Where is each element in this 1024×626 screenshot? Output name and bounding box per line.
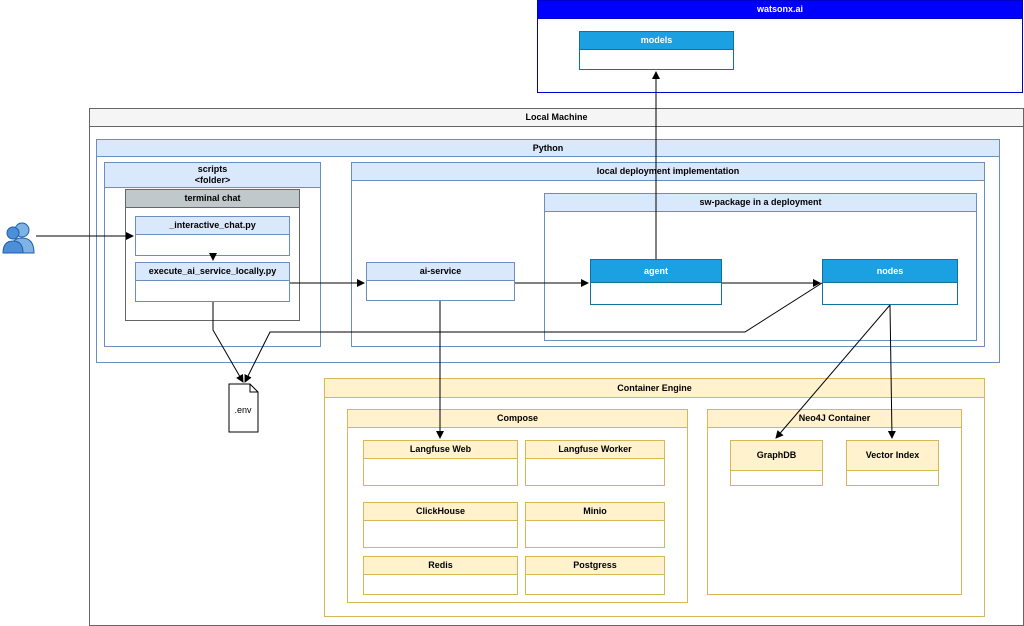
clickhouse-label: ClickHouse (364, 503, 517, 521)
neo4j-title: Neo4J Container (708, 410, 961, 428)
models-label: models (580, 32, 733, 50)
langfuse-worker-service[interactable]: Langfuse Worker (525, 440, 665, 486)
watsonx-title: watsonx.ai (538, 1, 1022, 19)
execute-ai-service-label: execute_ai_service_locally.py (136, 263, 289, 281)
scripts-title: scripts <folder> (105, 163, 320, 188)
redis-label: Redis (364, 557, 517, 575)
minio-label: Minio (526, 503, 664, 521)
redis-service[interactable]: Redis (363, 556, 518, 595)
vector-index-label: Vector Index (847, 441, 938, 471)
scripts-title-line1: scripts (197, 164, 228, 175)
agent-box[interactable]: agent (590, 259, 722, 305)
graphdb-box[interactable]: GraphDB (730, 440, 823, 486)
sw-package-title: sw-package in a deployment (545, 194, 976, 212)
scripts-folder: scripts <folder> (104, 162, 321, 347)
terminal-chat-title: terminal chat (126, 190, 299, 208)
user-icon (2, 222, 35, 254)
compose-title: Compose (348, 410, 687, 428)
clickhouse-service[interactable]: ClickHouse (363, 502, 518, 548)
scripts-title-line2: <folder> (194, 175, 231, 185)
postgress-service[interactable]: Postgress (525, 556, 665, 595)
execute-ai-service-file[interactable]: execute_ai_service_locally.py (135, 262, 290, 302)
local-machine-title: Local Machine (90, 109, 1023, 127)
minio-service[interactable]: Minio (525, 502, 665, 548)
compose-container: Compose (347, 409, 688, 603)
nodes-label: nodes (823, 260, 957, 283)
ai-service-label: ai-service (367, 263, 514, 281)
langfuse-worker-label: Langfuse Worker (526, 441, 664, 459)
vector-index-box[interactable]: Vector Index (846, 440, 939, 486)
graphdb-label: GraphDB (731, 441, 822, 471)
sw-package-container: sw-package in a deployment (544, 193, 977, 341)
python-container: Python (96, 139, 1000, 363)
local-deployment-title: local deployment implementation (352, 163, 984, 181)
python-title: Python (97, 140, 999, 157)
postgress-label: Postgress (526, 557, 664, 575)
langfuse-web-label: Langfuse Web (364, 441, 517, 459)
interactive-chat-label: _interactive_chat.py (136, 217, 289, 235)
env-file-icon: .env (228, 383, 259, 433)
env-file-label: .env (234, 405, 252, 415)
watsonx-container: watsonx.ai (537, 0, 1023, 93)
container-engine-title: Container Engine (325, 379, 984, 398)
neo4j-container: Neo4J Container (707, 409, 962, 595)
local-deployment-container: local deployment implementation (351, 162, 985, 347)
langfuse-web-service[interactable]: Langfuse Web (363, 440, 518, 486)
terminal-chat-container: terminal chat (125, 189, 300, 321)
interactive-chat-file[interactable]: _interactive_chat.py (135, 216, 290, 256)
agent-label: agent (591, 260, 721, 283)
container-engine: Container Engine (324, 378, 985, 617)
models-box[interactable]: models (579, 31, 734, 70)
ai-service-box[interactable]: ai-service (366, 262, 515, 301)
nodes-box[interactable]: nodes (822, 259, 958, 305)
